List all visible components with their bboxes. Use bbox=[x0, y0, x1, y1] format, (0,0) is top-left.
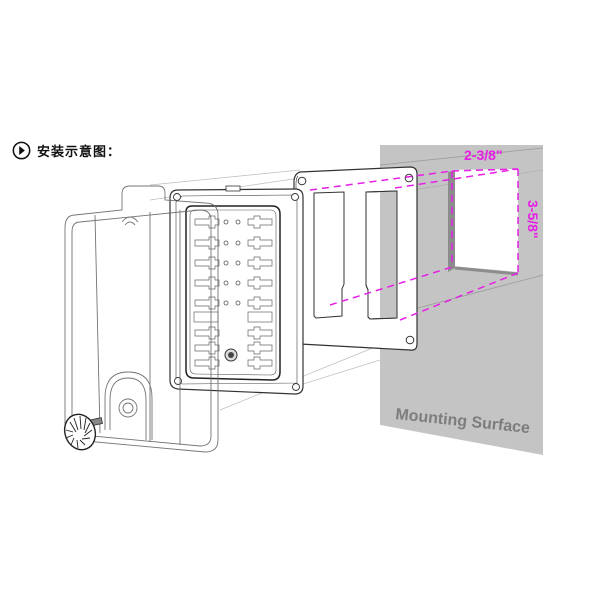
width-dimension-label: 2-3/8" bbox=[464, 147, 503, 163]
section-heading: 安装示意图： bbox=[12, 141, 121, 160]
play-arrow-circle-icon bbox=[12, 141, 31, 160]
panel-cutout bbox=[448, 169, 519, 276]
fuse-block bbox=[169, 185, 304, 395]
fuse-box-cover bbox=[64, 185, 219, 453]
thumb-screw bbox=[63, 413, 103, 451]
mounting-surface: Mounting Surface bbox=[379, 145, 544, 455]
mounting-panel bbox=[293, 166, 418, 360]
height-dimension-label: 3-5/8" bbox=[525, 200, 541, 239]
dimension-guides bbox=[309, 168, 519, 321]
heading-title: 安装示意图： bbox=[37, 145, 122, 160]
